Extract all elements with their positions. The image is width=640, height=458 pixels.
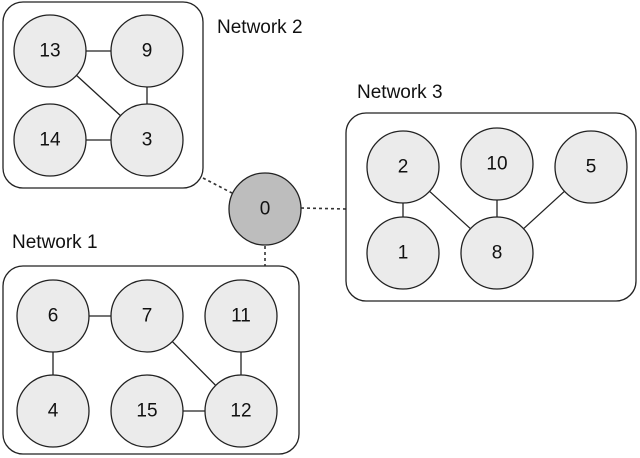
node-8: 8: [460, 216, 534, 290]
node-circle: [110, 14, 184, 88]
node-10: 10: [460, 127, 534, 201]
node-label: 0: [260, 199, 271, 220]
node-circle: [366, 130, 440, 204]
node-circle: [366, 216, 440, 290]
network-3-label: Network 3: [357, 82, 443, 103]
node-circle: [460, 216, 534, 290]
node-circle: [204, 374, 278, 448]
edge-2-8: [429, 190, 471, 230]
node-15: 15: [110, 374, 184, 448]
node-label: 6: [48, 306, 59, 327]
hub-link-network-3: [300, 207, 347, 210]
node-label: 4: [48, 401, 59, 422]
node-label: 10: [486, 154, 507, 175]
node-label: 7: [142, 306, 153, 327]
node-label: 11: [231, 306, 251, 327]
node-11: 11: [204, 279, 278, 353]
node-label: 2: [398, 157, 409, 178]
node-circle: [13, 103, 87, 177]
node-circle: [110, 374, 184, 448]
node-circle: [228, 172, 302, 246]
node-5: 5: [554, 130, 628, 204]
node-circle: [204, 279, 278, 353]
node-circle: [554, 130, 628, 204]
node-6: 6: [16, 279, 90, 353]
edge-13-3: [76, 74, 121, 117]
node-label: 9: [142, 41, 153, 62]
network-1-label: Network 1: [12, 232, 98, 253]
node-12: 12: [204, 374, 278, 448]
node-14: 14: [13, 103, 87, 177]
hub-link-network-2: [202, 177, 233, 194]
node-circle: [13, 14, 87, 88]
edge-7-12: [171, 341, 217, 386]
node-label: 5: [586, 157, 597, 178]
node-label: 3: [142, 130, 153, 151]
hub-node-0: 0: [228, 172, 302, 246]
node-9: 9: [110, 14, 184, 88]
node-circle: [16, 279, 90, 353]
node-circle: [110, 279, 184, 353]
node-13: 13: [13, 14, 87, 88]
node-circle: [110, 103, 184, 177]
node-circle: [16, 374, 90, 448]
node-label: 8: [492, 243, 503, 264]
node-circle: [460, 127, 534, 201]
node-label: 15: [136, 401, 157, 422]
node-1: 1: [366, 216, 440, 290]
node-7: 7: [110, 279, 184, 353]
node-label: 12: [230, 401, 251, 422]
node-2: 2: [366, 130, 440, 204]
node-3: 3: [110, 103, 184, 177]
network-2-label: Network 2: [217, 17, 303, 38]
edge-5-8: [523, 190, 565, 230]
edges: [52, 50, 565, 412]
node-label: 1: [398, 243, 409, 264]
node-4: 4: [16, 374, 90, 448]
node-label: 14: [39, 130, 61, 151]
node-label: 13: [39, 41, 60, 62]
